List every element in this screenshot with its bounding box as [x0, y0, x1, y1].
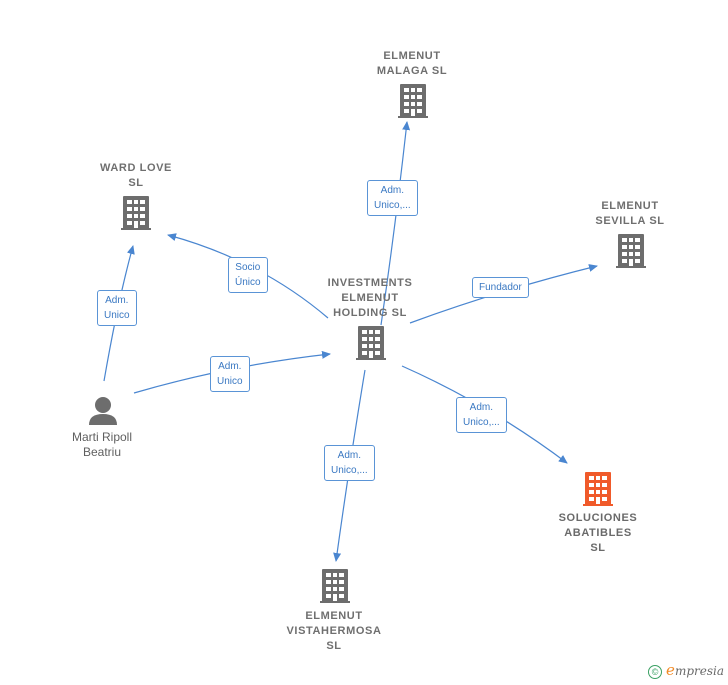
copyright-icon: © — [648, 664, 663, 679]
edge-label-line: Adm. — [105, 295, 129, 306]
edge-label-ward[interactable]: Socio Único — [228, 257, 268, 293]
node-sevilla-label[interactable]: ELMENUT SEVILLA SL — [578, 199, 682, 229]
edge-label-vistahermosa[interactable]: Adm. Unico,... — [324, 445, 375, 481]
node-person-label[interactable]: Marti Ripoll Beatriu — [52, 430, 152, 460]
node-holding-label[interactable]: INVESTMENTS ELMENUT HOLDING SL — [318, 276, 422, 321]
edge-label-line: Unico,... — [374, 200, 411, 211]
edge-holding-malaga — [380, 121, 411, 326]
node-label-line: INVESTMENTS — [327, 277, 413, 289]
brand-initial: e — [666, 661, 675, 679]
node-label-line: SL — [128, 177, 144, 189]
node-label-line: ELMENUT — [383, 50, 441, 62]
edge-label-line: Adm. — [337, 450, 362, 461]
node-soluciones-label[interactable]: SOLUCIONES ABATIBLES SL — [546, 511, 650, 556]
building-icon — [121, 196, 151, 230]
edge-label-line: Unico — [217, 376, 243, 387]
edge-label-line: Unico,... — [331, 465, 368, 476]
node-label-line: SL — [590, 542, 606, 554]
node-vistahermosa-label[interactable]: ELMENUT VISTAHERMOSA SL — [278, 609, 390, 654]
edge-label-line: Adm. — [380, 185, 405, 196]
building-icon — [356, 326, 386, 360]
edge-label-line: Único — [235, 277, 261, 288]
node-label-line: VISTAHERMOSA — [286, 625, 382, 637]
node-label-line: SL — [326, 640, 342, 652]
building-icon — [320, 569, 350, 603]
node-label-line: ELMENUT — [305, 610, 363, 622]
edge-label-line: Fundador — [479, 282, 522, 293]
node-label-line: ABATIBLES — [564, 527, 632, 539]
building-icon — [398, 84, 428, 118]
edge-label-sevilla[interactable]: Fundador — [472, 277, 529, 298]
node-label-line: WARD LOVE — [99, 162, 172, 174]
edge-label-line: Adm. — [218, 361, 242, 372]
brand-name: mpresia — [674, 664, 724, 678]
edge-label-person-holding[interactable]: Adm. Unico — [210, 356, 250, 392]
building-icon — [583, 472, 613, 506]
node-label-line: MALAGA SL — [376, 65, 448, 77]
node-label-line: SOLUCIONES — [558, 512, 638, 524]
node-ward-label[interactable]: WARD LOVE SL — [86, 161, 186, 191]
edge-label-malaga[interactable]: Adm. Unico,... — [367, 180, 418, 216]
node-label-line: Beatriu — [82, 445, 122, 459]
edge-label-line: Unico — [104, 310, 130, 321]
person-icon — [89, 397, 117, 425]
edge-label-line: Socio — [235, 262, 261, 273]
edge-label-person-ward[interactable]: Adm. Unico — [97, 290, 137, 326]
brand-logo: ©empresia — [648, 661, 724, 679]
node-label-line: ELMENUT — [601, 200, 659, 212]
edge-label-line: Unico,... — [463, 417, 500, 428]
node-malaga-label[interactable]: ELMENUT MALAGA SL — [362, 49, 462, 79]
node-label-line: Marti Ripoll — [71, 430, 132, 444]
node-label-line: SEVILLA SL — [595, 215, 665, 227]
building-icon — [616, 234, 646, 268]
edge-label-soluciones[interactable]: Adm. Unico,... — [456, 397, 507, 433]
node-label-line: ELMENUT — [341, 292, 399, 304]
node-label-line: HOLDING SL — [333, 307, 407, 319]
edge-label-line: Adm. — [469, 402, 494, 413]
